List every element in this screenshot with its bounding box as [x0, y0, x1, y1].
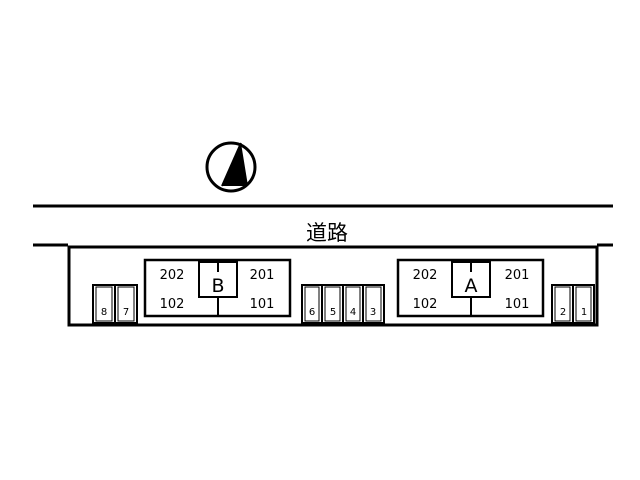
parking-left: 8 7 — [92, 284, 138, 324]
unit-b-101: 101 — [250, 297, 275, 312]
unit-a-202: 202 — [413, 268, 438, 283]
building-b-label: B — [211, 275, 224, 297]
unit-a-102: 102 — [413, 297, 438, 312]
unit-b-202: 202 — [160, 268, 185, 283]
unit-b-201: 201 — [250, 268, 275, 283]
building-b: B 202 201 102 101 — [143, 258, 292, 318]
site-boundary — [67, 245, 599, 327]
unit-a-101: 101 — [505, 297, 530, 312]
parking-middle: 6 5 4 3 — [301, 284, 385, 324]
parking-space-3: 3 — [370, 307, 376, 318]
parking-space-6: 6 — [309, 307, 315, 318]
building-a: A 202 201 102 101 — [396, 258, 545, 318]
parking-space-8: 8 — [101, 307, 107, 318]
building-a-label: A — [465, 275, 478, 297]
north-arrow-icon — [205, 141, 257, 193]
parking-space-4: 4 — [350, 307, 356, 318]
unit-a-201: 201 — [505, 268, 530, 283]
parking-space-7: 7 — [123, 307, 129, 318]
parking-right: 2 1 — [551, 284, 595, 324]
parking-space-1: 1 — [581, 307, 587, 318]
parking-space-2: 2 — [560, 307, 566, 318]
road-label: 道路 — [306, 221, 348, 245]
unit-b-102: 102 — [160, 297, 185, 312]
parking-space-5: 5 — [330, 307, 336, 318]
